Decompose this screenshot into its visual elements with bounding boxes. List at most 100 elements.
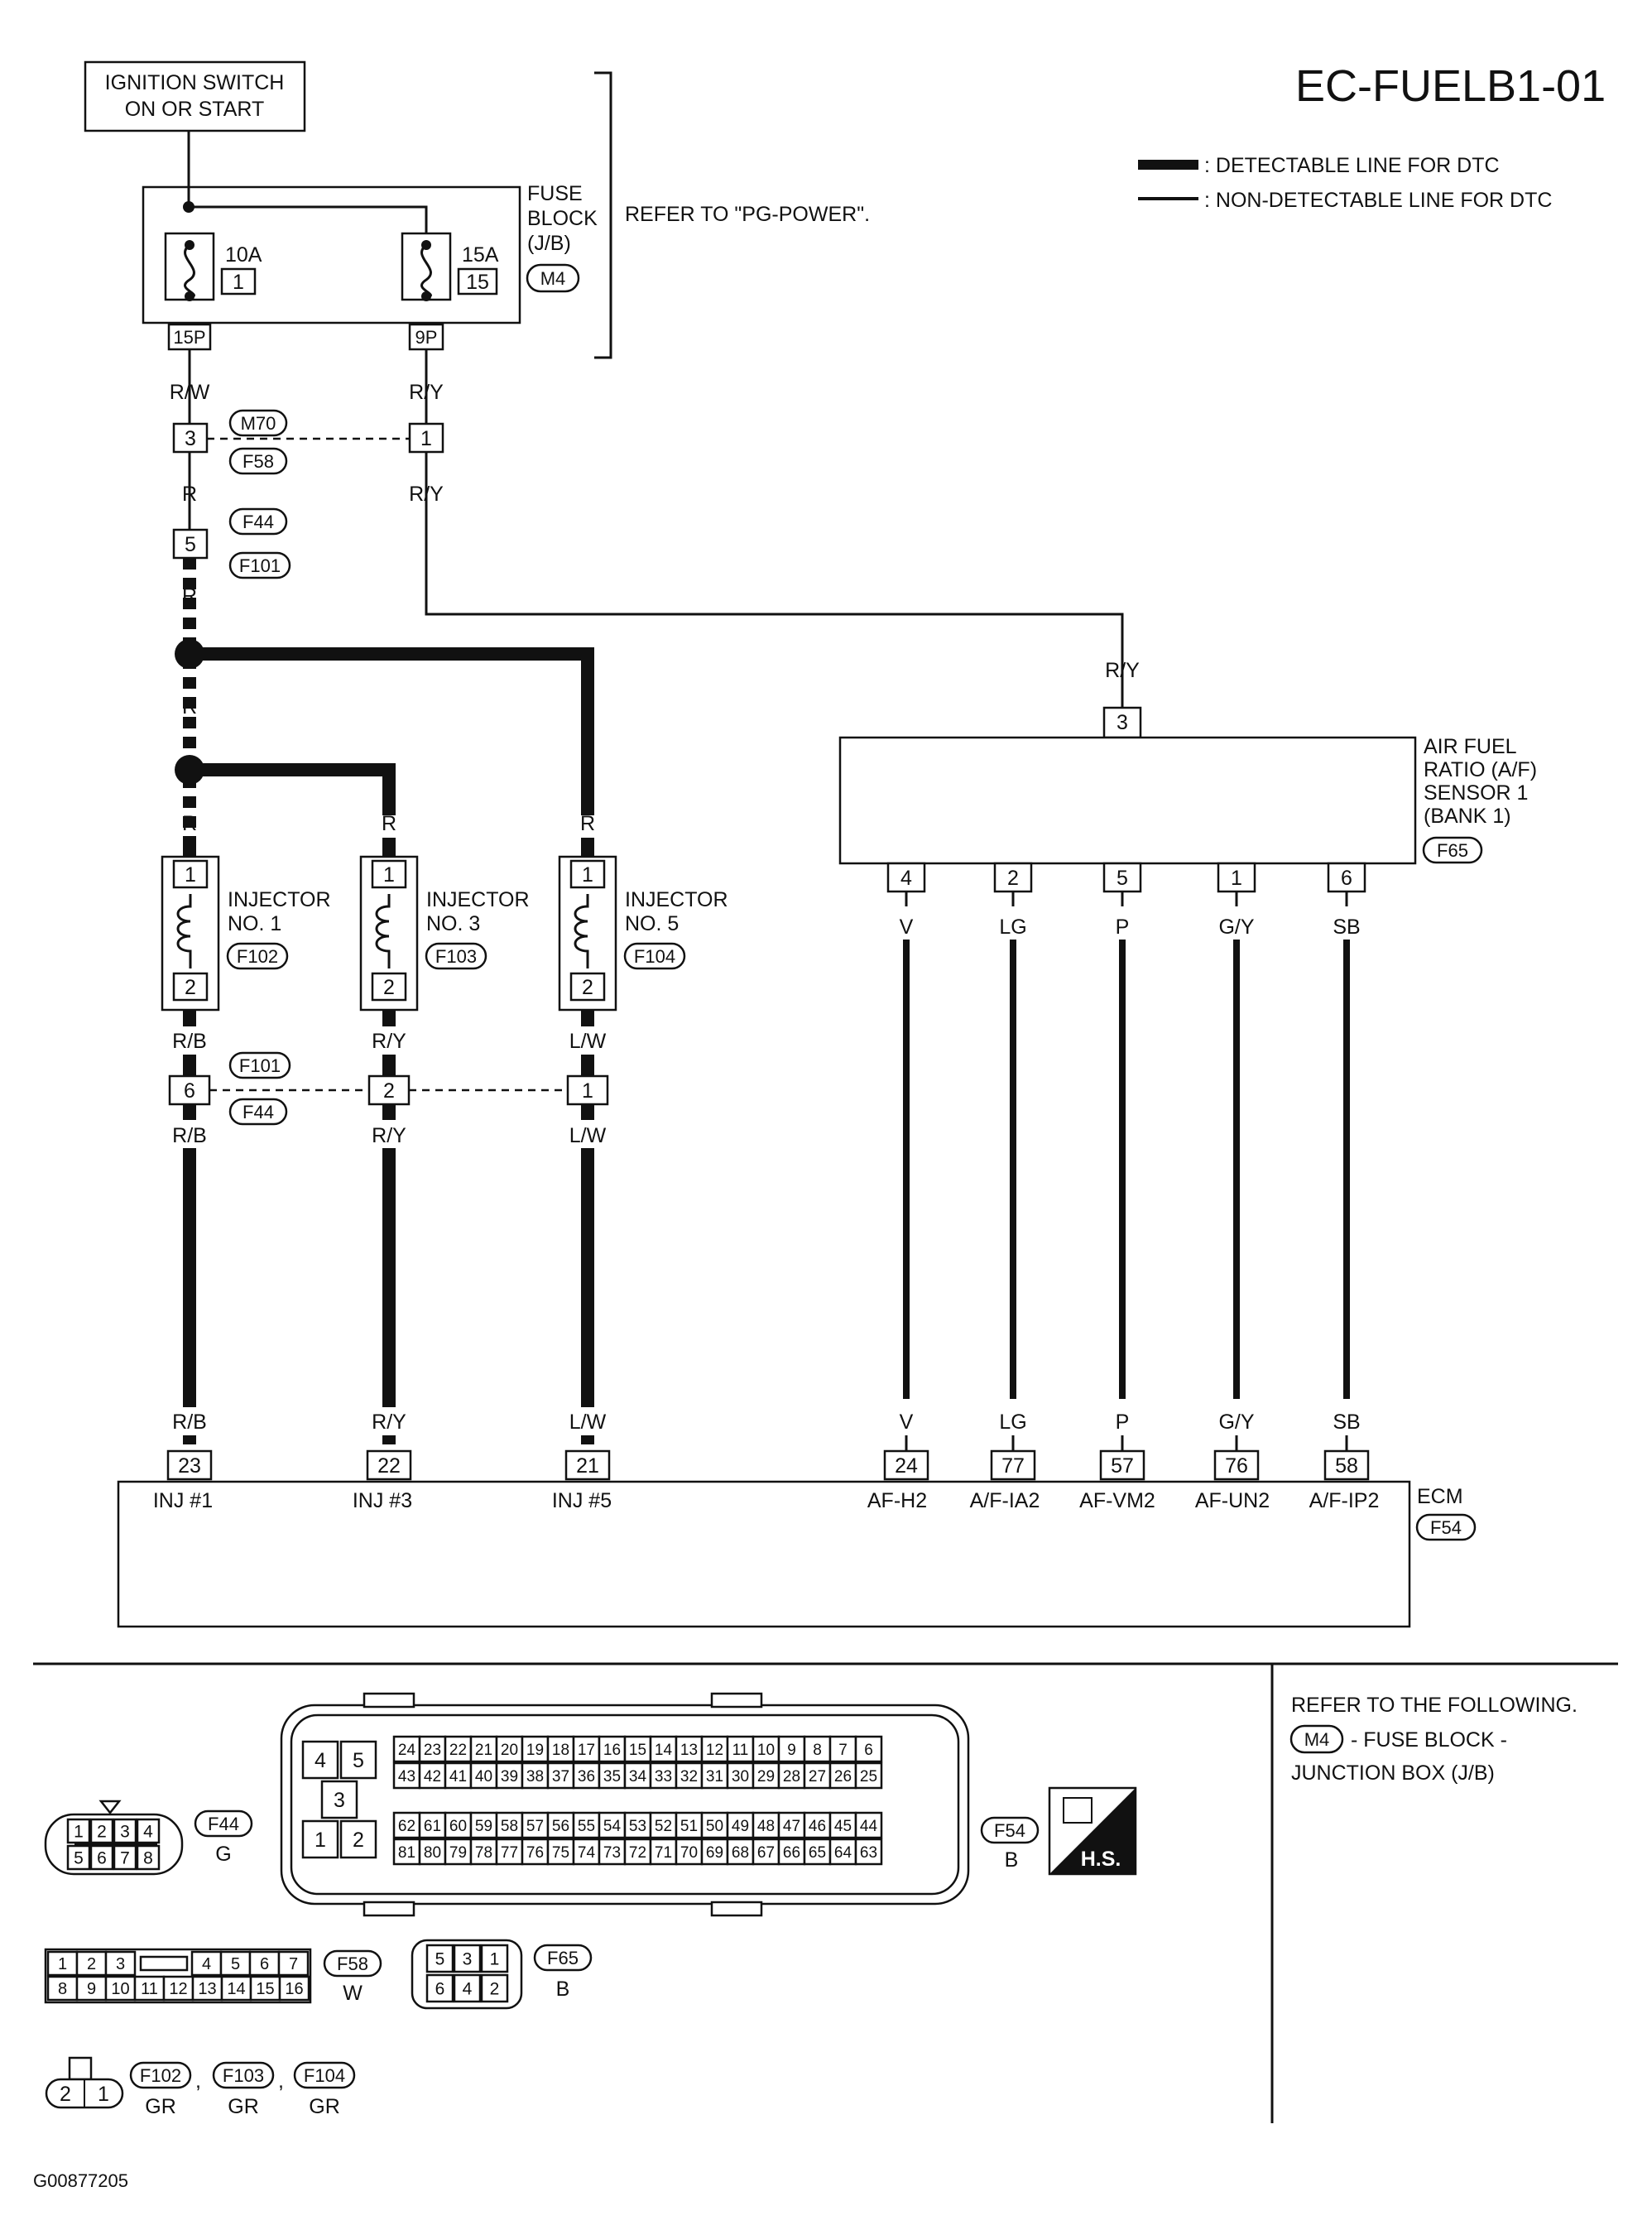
f58-pin-1-label: 1 [58,1955,67,1973]
f44-pin-4-label: 4 [143,1823,153,1842]
f54-pin-11-label: 11 [732,1742,749,1759]
f54-pin-35-label: 35 [603,1768,621,1785]
af-label-2: RATIO (A/F) [1424,758,1537,781]
hs-symbol: H.S. [1048,1786,1137,1876]
injector-3-conn: F103 [435,946,477,967]
fuse-2-number-box [457,267,498,296]
injector-5-pin-bot [569,972,606,1002]
fuse-2-number: 15 [466,271,489,294]
af-wires [903,892,1350,1399]
wire-label-rw: R/W [170,381,210,404]
f54-pin-37-label: 37 [552,1768,569,1785]
f58-pin-11 [133,1975,166,2002]
f44-pin-8 [136,1844,161,1871]
f65-pin-6 [425,1973,454,2003]
conn-f101-pin1 [566,1074,609,1106]
f54-pin-56 [546,1811,575,1839]
f54-pin-28 [777,1761,806,1790]
f54-pin-62-label: 62 [398,1818,415,1835]
f58-color: W [343,1982,363,2005]
ecm-label: ECM [1417,1485,1463,1508]
f54-pin-5 [339,1740,377,1780]
f54-pin-19-label: 19 [526,1742,544,1759]
conn-f44-pin5 [172,528,209,560]
wire-r-to-inj3 [190,763,396,815]
f102-comma: , [195,2069,201,2093]
f54-pin-81 [392,1838,421,1866]
conn-f44-name: F44 [243,512,274,532]
f54-pin-22-label: 22 [449,1742,467,1759]
injector-3-pin-bot-label: 2 [383,976,395,999]
f54-pin-54-label: 54 [603,1818,622,1835]
af-conn-badge [1422,836,1483,864]
f58-pin-8-label: 8 [58,1980,67,1998]
ecm-pin-58-num: 58 [1335,1454,1358,1478]
f58-pin-10-label: 10 [111,1980,129,1998]
ecm-pin-21 [564,1449,611,1481]
injector-1-coil-icon [176,894,192,968]
f44-pin-6-label: 6 [97,1849,107,1868]
af-pin-4 [886,862,926,893]
ecm-pin-23 [166,1449,213,1481]
f54-pin-64 [828,1838,857,1866]
injector-3-label-1: INJECTOR [426,888,530,911]
f54-lock-bottom-left [363,1901,415,1917]
wire-label-rb-3: R/B [172,1411,207,1434]
f44-pin-1-label: 1 [74,1823,84,1842]
injector-1-pin-top [172,859,209,889]
injector-1: 1 2 INJECTOR NO. 1 F102 [161,855,331,1012]
f54-pin-64-label: 64 [834,1844,852,1862]
f54-pin-25 [854,1761,883,1790]
f103-name-badge [212,2061,275,2089]
injector-5-coil-icon [574,894,589,968]
f54-pin-3-label: 3 [334,1789,345,1812]
f44-pin-4 [136,1818,161,1844]
injector-5: 1 2 INJECTOR NO. 5 F104 [558,855,728,1012]
fuse-1-number: 1 [233,271,244,294]
f54-pin-55-label: 55 [578,1818,595,1835]
f58-pin-3 [104,1950,137,1977]
f54-pin-40-label: 40 [475,1768,492,1785]
f58-pin-14 [220,1975,252,2002]
f44-pin-5-label: 5 [74,1849,84,1868]
f65-pin-5 [425,1944,454,1973]
f54-pin-32 [675,1761,704,1790]
f102-color: GR [145,2095,176,2118]
f54-pin-78 [469,1838,498,1866]
af-output-pins: 4 2 5 1 6 [886,862,1366,893]
f54-pin-38-label: 38 [526,1768,544,1785]
f54-pin-80-label: 80 [424,1844,441,1862]
f54-pin-53-label: 53 [629,1818,646,1835]
f54-pin-73 [598,1838,627,1866]
f54-pin-68 [726,1838,755,1866]
f54-pin-27 [803,1761,832,1790]
f54-pin-42-label: 42 [424,1768,441,1785]
f54-pin-63-label: 63 [860,1844,877,1862]
f54-pin-15 [623,1735,652,1763]
af-pin-4-label: 4 [900,867,912,890]
f58-pin-16 [278,1975,310,2002]
wire-label-r-inj5: R [580,812,595,835]
wire-label-lw-3: L/W [569,1411,607,1434]
f54-lock-top-right [710,1692,763,1709]
wire-label-sb-top: SB [1333,916,1360,939]
f54-pin-47-label: 47 [783,1818,800,1835]
f54-pin-24-label: 24 [398,1742,416,1759]
hs-label: H.S. [1081,1848,1121,1871]
ecm-pin-77-num: 77 [1001,1454,1025,1478]
f54-pin-33-label: 33 [655,1768,672,1785]
f54-pin-30-label: 30 [732,1768,749,1785]
f54-pin-18-label: 18 [552,1742,569,1759]
conn-f101-pin6-label: 6 [184,1079,195,1103]
injector-1-pin-bot [172,972,209,1002]
f44-pin-2 [89,1818,114,1844]
f44-pin-6 [89,1844,114,1871]
fuse-1-number-box [220,267,257,296]
fuse-block-bracket [594,71,612,359]
refer-line2: - FUSE BLOCK - [1351,1728,1507,1752]
f54-pin-79 [444,1838,473,1866]
